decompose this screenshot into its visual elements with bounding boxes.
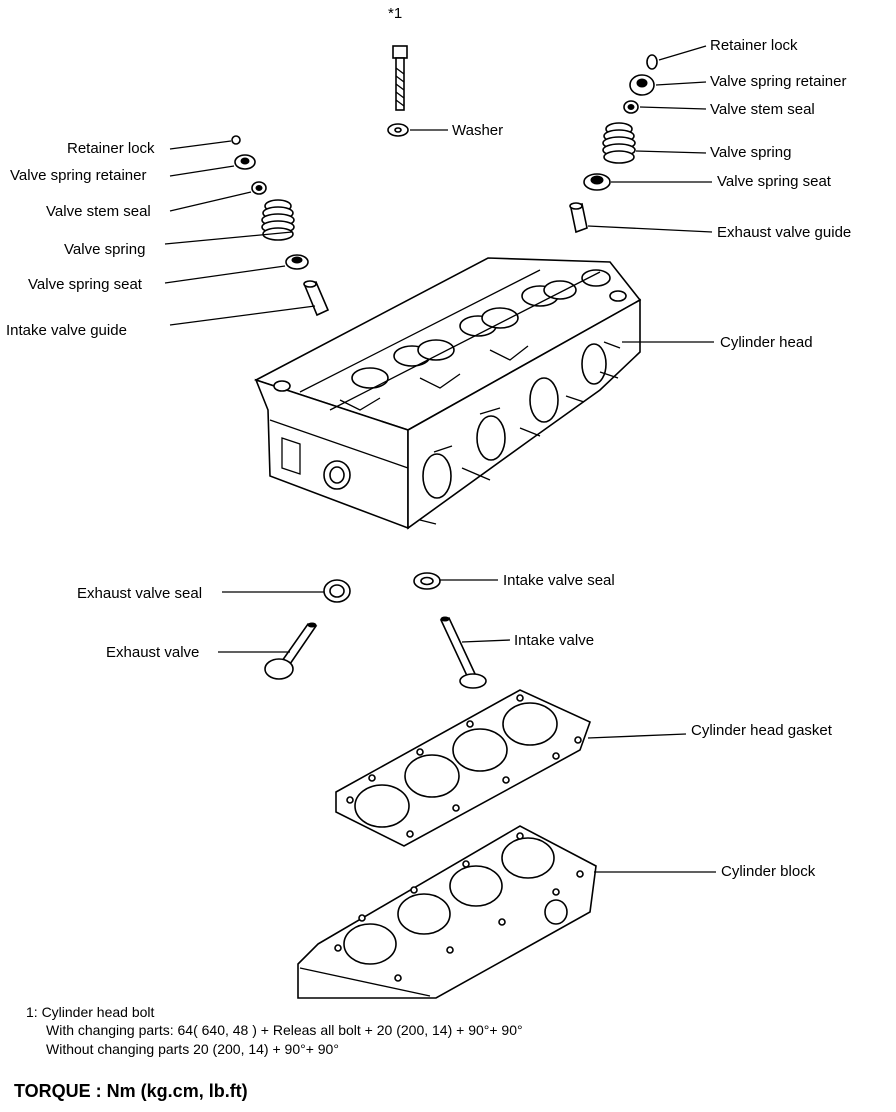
retainer-lock-right-label: Retainer lock: [710, 37, 798, 54]
cylinder-head-bolt: [392, 45, 408, 111]
washer: [387, 123, 409, 137]
cylinder-block-label: Cylinder block: [721, 863, 816, 880]
exhaust-valve: [264, 622, 318, 680]
note-bolt-title: 1: Cylinder head bolt: [26, 1004, 155, 1020]
cylinder-block: [297, 825, 597, 999]
note-with-changing-parts: With changing parts: 64( 640, 48 ) + Rel…: [46, 1022, 523, 1038]
exhaust-valve-label: Exhaust valve: [106, 644, 199, 661]
valve-stem-seal-right-label: Valve stem seal: [710, 101, 815, 118]
valve-spring-seat-right-label: Valve spring seat: [717, 173, 832, 190]
valve-spring-left-label: Valve spring: [64, 241, 145, 258]
bolt-ref-label: *1: [388, 5, 402, 22]
valve-spring-retainer-right-label: Valve spring retainer: [710, 73, 846, 90]
exhaust-valve-seal: [323, 579, 351, 603]
valve-spring-seat-left-label: Valve spring seat: [28, 276, 143, 293]
valve-spring-retainer-left: [234, 154, 256, 170]
intake-valve-seal: [413, 572, 441, 590]
note-without-changing-parts: Without changing parts 20 (200, 14) + 90…: [46, 1041, 339, 1057]
washer-label: Washer: [452, 122, 503, 139]
intake-valve-guide: [303, 280, 330, 317]
valve-spring-retainer-left-label: Valve spring retainer: [10, 167, 146, 184]
torque-units-heading: TORQUE : Nm (kg.cm, lb.ft): [14, 1081, 248, 1101]
retainer-lock-left-label: Retainer lock: [67, 140, 155, 157]
exhaust-valve-guide: [569, 202, 588, 234]
retainer-lock-right: [646, 54, 658, 70]
valve-spring-seat-right: [583, 173, 611, 191]
cylinder-head-label: Cylinder head: [720, 334, 813, 351]
intake-valve-label: Intake valve: [514, 632, 594, 649]
cylinder-head-gasket: [335, 689, 592, 847]
valve-spring-right-label: Valve spring: [710, 144, 791, 161]
cylinder-head: [253, 257, 642, 530]
valve-spring-right: [602, 122, 636, 164]
exhaust-valve-guide-label: Exhaust valve guide: [717, 224, 851, 241]
intake-valve-guide-label: Intake valve guide: [6, 322, 127, 339]
exhaust-valve-seal-label: Exhaust valve seal: [77, 585, 202, 602]
intake-valve: [439, 616, 487, 689]
valve-stem-seal-right: [623, 100, 639, 114]
valve-stem-seal-left: [251, 181, 267, 195]
valve-spring-retainer-right: [629, 74, 655, 96]
valve-spring-seat-left: [285, 254, 309, 270]
retainer-lock-left: [231, 135, 241, 145]
cylinder-head-gasket-label: Cylinder head gasket: [691, 722, 833, 739]
valve-stem-seal-left-label: Valve stem seal: [46, 203, 151, 220]
intake-valve-seal-label: Intake valve seal: [503, 572, 615, 589]
